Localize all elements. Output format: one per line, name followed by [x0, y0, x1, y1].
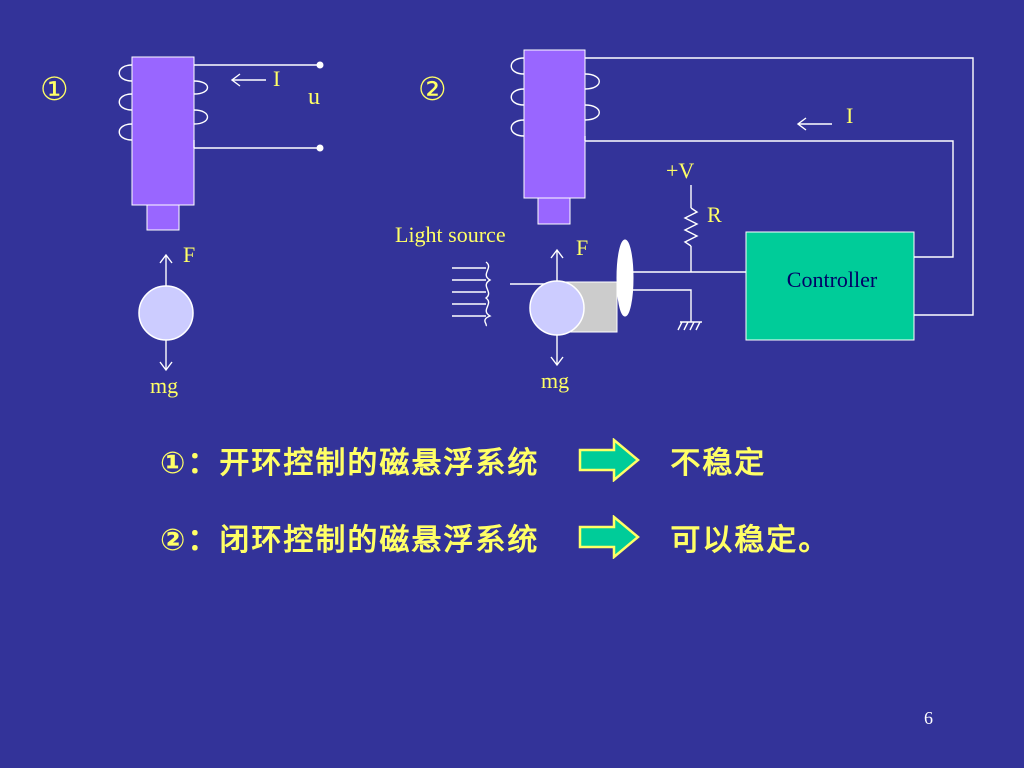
current-arrow-2	[796, 117, 832, 131]
caption-text-1: ①：开环控制的磁悬浮系统	[160, 446, 540, 481]
diagram-open-loop: ① I u F	[40, 56, 324, 398]
electromagnet-2	[523, 49, 586, 199]
coil-2	[510, 57, 600, 137]
resistor-label: R	[707, 202, 722, 227]
caption-row-2: ②：闭环控制的磁悬浮系统 可以稳定。	[160, 515, 830, 559]
gravity-arrow-1	[159, 340, 173, 372]
coil-1	[118, 64, 209, 141]
voltage-label: u	[308, 84, 320, 110]
current-label-2: I	[846, 103, 853, 128]
diagram1-number: ①	[40, 71, 69, 107]
controller-block	[745, 231, 915, 341]
weight-label-2: mg	[541, 368, 569, 393]
caption-text-2: ②：闭环控制的磁悬浮系统	[160, 523, 540, 558]
supply-label: +V	[666, 158, 694, 183]
caption-row-1: ①：开环控制的磁悬浮系统 不稳定	[160, 438, 766, 482]
diagram-closed-loop: ② I +V R	[395, 49, 974, 393]
coil-wire-inner	[585, 140, 954, 258]
ground-symbol	[677, 321, 702, 331]
photo-sensor	[616, 239, 634, 317]
levitated-ball-2	[529, 280, 585, 336]
light-rays	[452, 261, 492, 327]
gravity-arrow-2	[550, 335, 564, 367]
diagram2-number: ②	[418, 71, 447, 107]
electromagnet-1	[131, 56, 195, 206]
coil-wire-outer	[585, 57, 974, 316]
controller-label: Controller	[787, 267, 878, 292]
resistor	[683, 207, 699, 247]
force-label-2: F	[576, 235, 588, 260]
weight-label-1: mg	[150, 373, 178, 398]
terminal-bottom	[316, 144, 324, 152]
current-label-1: I	[273, 66, 280, 91]
right-arrow-icon	[578, 515, 640, 559]
current-arrow-1	[230, 73, 266, 87]
caption-result-1: 不稳定	[670, 446, 767, 481]
force-label-1: F	[183, 242, 195, 267]
magnet-tip-2	[537, 197, 571, 225]
caption-result-2: 可以稳定。	[670, 523, 831, 558]
force-arrow-1	[159, 253, 173, 288]
levitated-ball-1	[138, 285, 194, 341]
light-source-label: Light source	[395, 222, 506, 247]
terminal-top	[316, 61, 324, 69]
page-number: 6	[924, 708, 933, 728]
force-arrow-2	[550, 248, 564, 281]
right-arrow-icon	[578, 438, 640, 482]
magnet-tip-1	[146, 204, 180, 231]
